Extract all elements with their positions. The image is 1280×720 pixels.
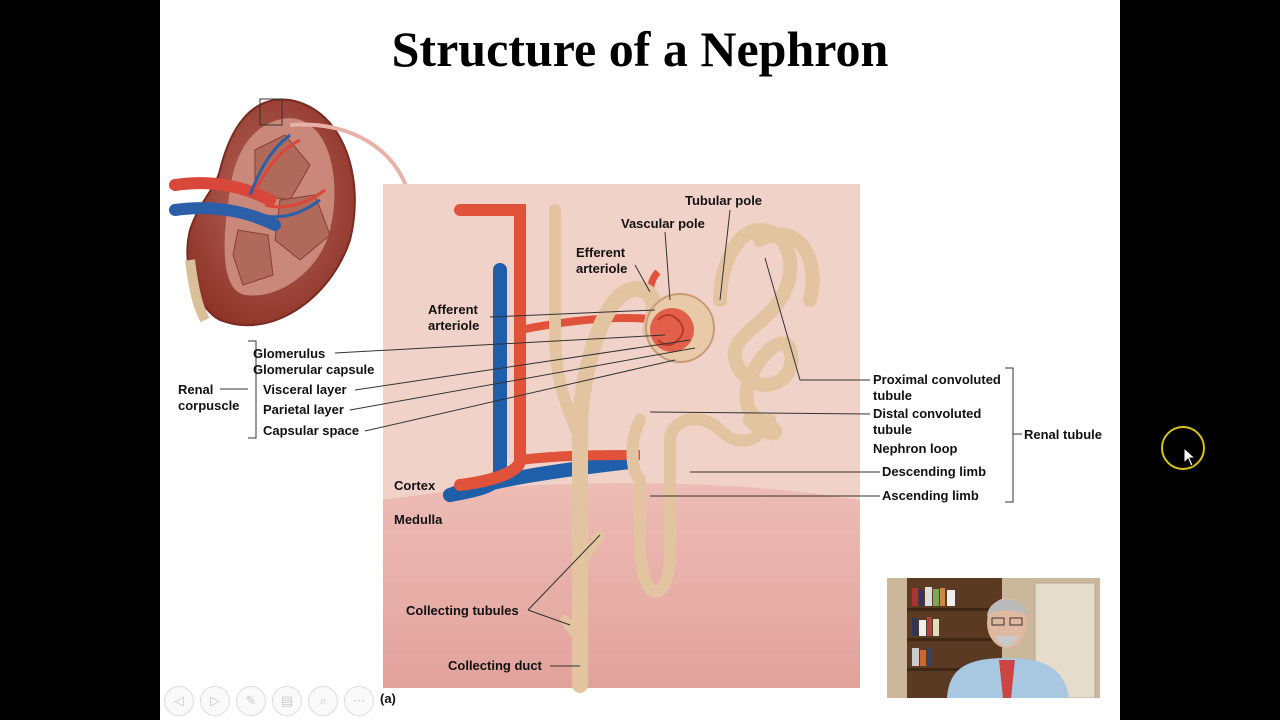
- label-proximal-convoluted-tubule: Proximal convoluted tubule: [873, 372, 1001, 403]
- label-distal-convoluted-tubule: Distal convoluted tubule: [873, 406, 982, 437]
- label-renal-corpuscle: Renal corpuscle: [178, 382, 240, 413]
- label-collecting-tubules: Collecting tubules: [406, 603, 519, 618]
- leader-lines: [220, 209, 1022, 667]
- label-descending-limb: Descending limb: [882, 464, 987, 479]
- label-efferent-arteriole: Efferent arteriole: [576, 245, 628, 276]
- label-ascending-limb: Ascending limb: [882, 488, 979, 503]
- label-renal-tubule: Renal tubule: [1024, 427, 1103, 442]
- nephron-figure: [383, 184, 860, 693]
- slide-title: Structure of a Nephron: [391, 21, 889, 77]
- label-glomerular-capsule: Glomerular capsule: [253, 362, 375, 377]
- slides-icon[interactable]: ▤: [272, 686, 302, 716]
- cursor-highlight-ring: [1161, 426, 1205, 470]
- webcam-image: [887, 578, 1100, 698]
- label-vascular-pole: Vascular pole: [621, 216, 705, 231]
- presenter-webcam: [887, 578, 1100, 698]
- more-options-icon[interactable]: ⋯: [344, 686, 374, 716]
- label-nephron-loop: Nephron loop: [873, 441, 958, 456]
- pen-icon[interactable]: ✎: [236, 686, 266, 716]
- previous-arrow-icon[interactable]: ◁: [164, 686, 194, 716]
- next-arrow-icon[interactable]: ▷: [200, 686, 230, 716]
- label-tubular-pole: Tubular pole: [685, 193, 763, 208]
- slide: Structure of a Nephron: [160, 0, 1120, 720]
- label-afferent-arteriole: Afferent arteriole: [428, 302, 480, 333]
- mouse-pointer-icon: [1183, 447, 1197, 467]
- label-capsular-space: Capsular space: [263, 423, 360, 438]
- zoom-icon[interactable]: ⌕: [308, 686, 338, 716]
- label-glomerulus: Glomerulus: [253, 346, 326, 361]
- kidney-illustration: [169, 98, 418, 327]
- nephron-diagram: (a): [169, 98, 1022, 706]
- figure-tag: (a): [380, 691, 396, 706]
- presenter-toolbar: ◁ ▷ ✎ ▤ ⌕ ⋯: [164, 686, 374, 716]
- label-collecting-duct: Collecting duct: [448, 658, 542, 673]
- label-cortex: Cortex: [394, 478, 436, 493]
- label-medulla: Medulla: [394, 512, 443, 527]
- label-parietal-layer: Parietal layer: [263, 402, 344, 417]
- label-visceral-layer: Visceral layer: [263, 382, 347, 397]
